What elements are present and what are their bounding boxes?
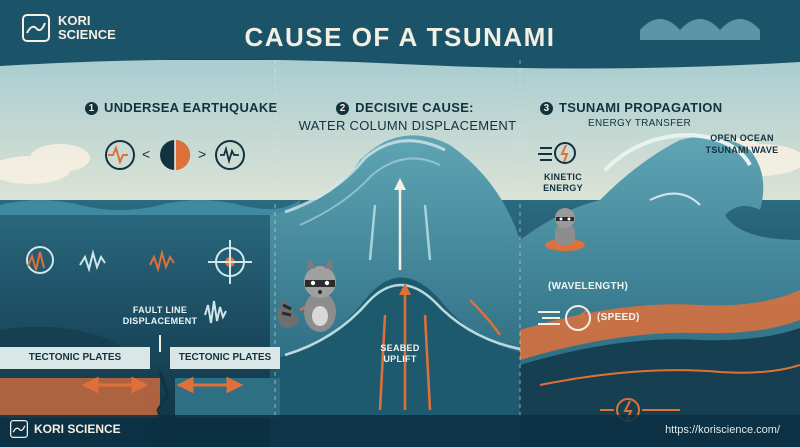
header-wave-decoration: [640, 19, 760, 40]
open-ocean-label-2: TSUNAMI WAVE: [705, 145, 779, 155]
header-banner: [0, 0, 800, 69]
section-3-subtitle: ENERGY TRANSFER: [588, 118, 692, 129]
raccoon-surfer: [545, 208, 585, 251]
plate-arrows: [81, 376, 244, 394]
seafloor-layer-orange: [520, 290, 800, 360]
section-1-number: 1: [85, 102, 98, 115]
section-3-title: TSUNAMI PROPAGATION: [559, 100, 723, 115]
kinetic-energy-label: KINETIC ENERGY: [538, 172, 588, 194]
wave-crest: [603, 132, 752, 172]
section-2-title: DECISIVE CAUSE:: [355, 100, 474, 115]
seabed-label-2: UPLIFT: [383, 354, 417, 364]
brand-line-2: SCIENCE: [58, 27, 116, 42]
kinetic-label-2: ENERGY: [543, 183, 583, 193]
footer-logo-icon: [10, 420, 28, 438]
raccoon-mascot: [277, 258, 336, 332]
section-1-title: UNDERSEA EARTHQUAKE: [104, 100, 278, 115]
seismic-wave-icon: [215, 140, 245, 170]
brand-logo: KORI SCIENCE: [22, 14, 116, 42]
section-3-heading: 3 TSUNAMI PROPAGATION: [540, 100, 722, 115]
seismic-waves: [26, 240, 252, 324]
tectonic-plates-right-label: TECTONIC PLATES: [170, 347, 280, 369]
open-ocean-label-1: OPEN OCEAN: [710, 133, 774, 143]
seismic-circle-icon: [105, 140, 135, 170]
seabed-uplift-label: SEABED UPLIFT: [370, 343, 430, 365]
kinetic-energy-icon: [538, 142, 576, 164]
speed-gauge-icon: [538, 305, 591, 331]
section-1-heading: 1 UNDERSEA EARTHQUAKE: [85, 100, 278, 115]
kori-logo-icon: [22, 14, 50, 42]
open-ocean-label: OPEN OCEAN TSUNAMI WAVE: [692, 132, 792, 156]
footer-brand-name: KORI SCIENCE: [34, 422, 121, 436]
fault-line-label: FAULT LINE DISPLACEMENT: [120, 305, 200, 327]
section-2-number: 2: [336, 102, 350, 115]
sea-surface-left: [0, 200, 300, 215]
footer-bar: [0, 415, 800, 447]
section-3-number: 3: [540, 102, 553, 115]
seabed-label-1: SEABED: [380, 343, 420, 353]
speed-label: (SPEED): [597, 312, 640, 323]
brand-name: KORI SCIENCE: [58, 14, 116, 42]
footer-url[interactable]: https://koriscience.com/: [665, 424, 780, 436]
chevron-right-icon: >: [198, 146, 207, 162]
earthquake-icons-row: [105, 140, 245, 170]
wavelength-label: (WAVELENGTH): [548, 281, 629, 292]
fault-line-label-1: FAULT LINE: [132, 305, 188, 315]
page-title: CAUSE OF A TSUNAMI: [244, 22, 556, 52]
brand-line-1: KORI: [58, 13, 91, 28]
chevron-left-icon: <: [142, 146, 151, 162]
footer-brand: KORI SCIENCE: [10, 420, 121, 438]
tectonic-plates-left-label: TECTONIC PLATES: [0, 347, 150, 369]
section-2-heading: 2 DECISIVE CAUSE:: [305, 100, 505, 115]
kinetic-label-1: KINETIC: [543, 172, 583, 182]
fault-line-label-2: DISPLACEMENT: [122, 316, 198, 326]
section-2-subtitle: WATER COLUMN DISPLACEMENT: [298, 118, 517, 133]
